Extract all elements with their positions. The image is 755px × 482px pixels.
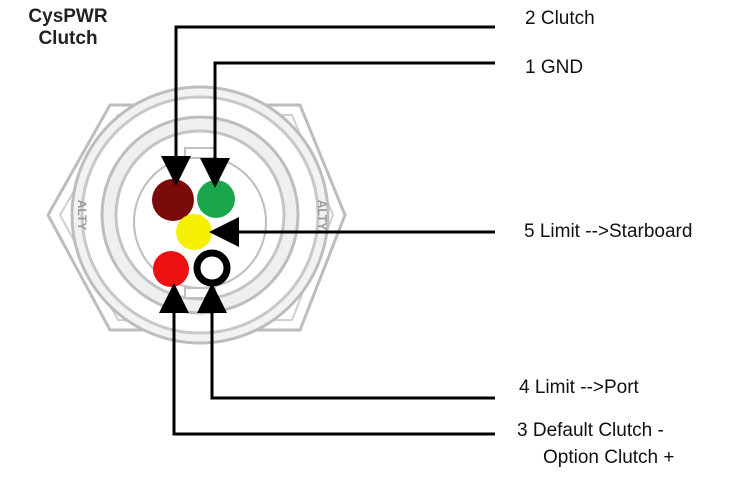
side-text-left: ALTY <box>75 200 89 230</box>
leader-pin-3 <box>159 283 495 436</box>
leader-pin-1 <box>200 61 495 188</box>
label-pin-3: 3 Default Clutch - <box>517 420 664 441</box>
leader-pin-4 <box>197 283 495 400</box>
diagram-title: CysPWR Clutch <box>22 6 114 50</box>
pin-1-gnd-dot <box>197 180 235 218</box>
label-pin-3-line-2: Option Clutch + <box>543 447 675 468</box>
pins <box>152 179 235 287</box>
key-notch-top <box>184 147 216 159</box>
label-pin-1: 1 GND <box>525 57 584 78</box>
pin-3-default-clutch-dot <box>153 251 189 287</box>
label-pin-2: 2 Clutch <box>525 8 595 29</box>
pin-4-limit-port-dot <box>193 249 231 287</box>
pin-5-limit-starboard-dot <box>176 214 212 250</box>
leader-lines <box>159 25 495 436</box>
side-text-right: ALTY <box>315 200 329 230</box>
pin-2-clutch-dot <box>152 179 194 221</box>
label-pin-5: 5 Limit -->Starboard <box>524 221 693 242</box>
leader-pin-2 <box>161 25 495 186</box>
hex-nut-inner <box>58 114 335 321</box>
label-pin-4: 4 Limit -->Port <box>519 377 639 398</box>
title-line-2: Clutch <box>38 28 98 49</box>
title-line-1: CysPWR <box>28 6 108 27</box>
